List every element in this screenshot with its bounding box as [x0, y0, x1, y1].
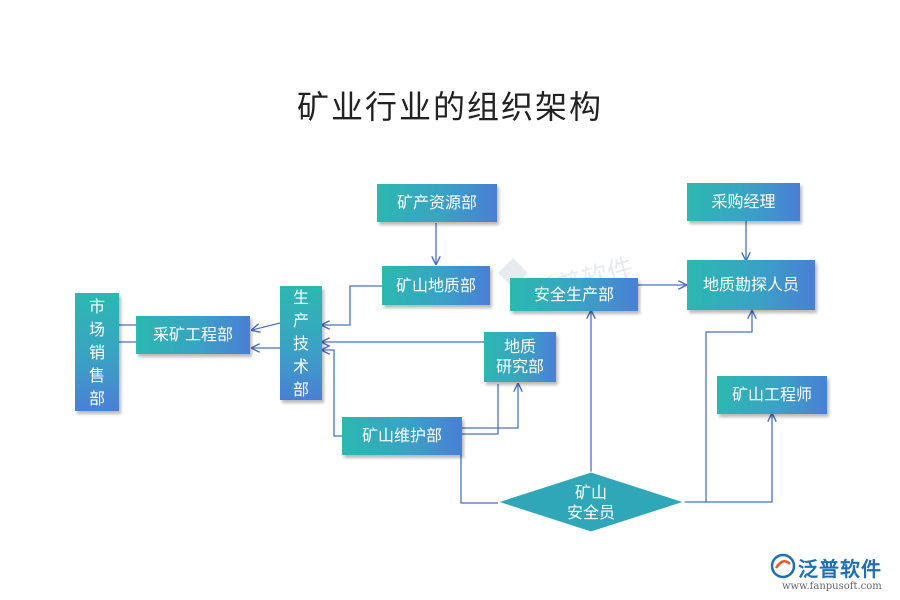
arrow-officer-to-engineer [706, 414, 772, 503]
brand-url: www.fanpusoft.com [782, 581, 882, 592]
node-safety-production[interactable]: 安全生产部 [510, 278, 638, 311]
node-mine-maintenance[interactable]: 矿山维护部 [342, 417, 462, 455]
node-mine-geology[interactable]: 矿山地质部 [382, 266, 490, 305]
node-procurement-manager[interactable]: 采购经理 [687, 183, 800, 221]
node-geo-survey-staff[interactable]: 地质勘探人员 [687, 260, 815, 310]
node-mining-engineering[interactable]: 采矿工程部 [136, 316, 250, 354]
arrow-geology-to-tech [322, 285, 382, 325]
brand-logo: 泛普软件 www.fanpusoft.com [770, 553, 895, 597]
node-geology-research[interactable]: 地质 研究部 [484, 332, 556, 382]
node-market-sales[interactable]: 市 场 销 售 部 [75, 293, 119, 411]
arrow-maintenance-to-tech [322, 350, 342, 437]
node-mineral-resources[interactable]: 矿产资源部 [377, 184, 497, 222]
node-production-tech[interactable]: 生 产 技 术 部 [280, 286, 322, 400]
arrow-officer-to-survey [684, 311, 752, 503]
arrow-maintenance-to-research-1 [462, 384, 518, 429]
node-mine-safety-officer[interactable]: 矿山 安全员 [566, 483, 615, 522]
line-maintenance-to-officer [460, 455, 498, 504]
node-mine-engineer[interactable]: 矿山工程师 [717, 376, 827, 414]
diamond-shape [496, 471, 686, 533]
brand-swirl-icon [770, 553, 796, 579]
brand-name: 泛普软件 [798, 557, 882, 581]
arrow-tech-to-mining-1 [252, 322, 281, 330]
page-title: 矿业行业的组织架构 [296, 88, 603, 126]
arrow-maintenance-to-research-2 [462, 384, 499, 435]
